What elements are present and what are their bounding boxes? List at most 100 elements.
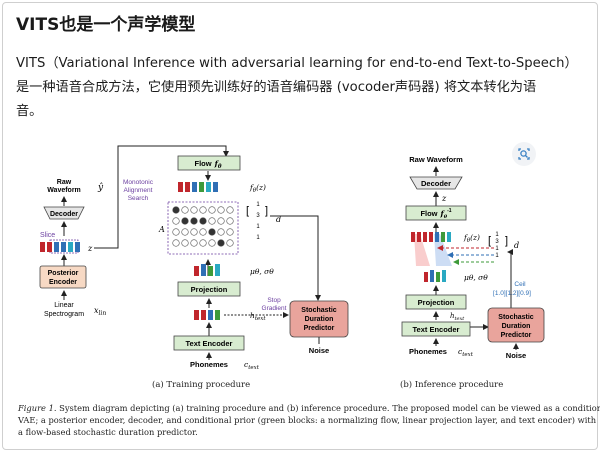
train-htext-blocks xyxy=(194,310,220,320)
infer-musigma-blocks xyxy=(424,270,446,282)
train-raw-label-2: Waveform xyxy=(47,187,81,194)
spectrogram-label-1: Linear xyxy=(54,302,74,309)
infer-htext-label: htext xyxy=(450,312,465,322)
train-z-label: z xyxy=(87,244,93,253)
alignment-cell xyxy=(190,228,198,236)
alignment-cell xyxy=(199,217,207,225)
infer-duration-0: 1 xyxy=(495,232,499,238)
image-search-button[interactable] xyxy=(512,142,536,166)
train-projection-box xyxy=(177,281,241,297)
figure-caption: Figure 1. System diagram depicting (a) t… xyxy=(18,402,600,438)
train-sdp-label-3: Predictor xyxy=(304,325,335,332)
posterior-label-2: Encoder xyxy=(49,279,77,286)
train-bracket-left: [ xyxy=(246,205,249,217)
infer-ctext-label: ctext xyxy=(458,347,474,358)
paragraph-line-1: VITS（Variational Inference with adversar… xyxy=(16,56,578,71)
alignment-cell xyxy=(226,217,234,225)
alignment-cell xyxy=(226,206,234,214)
train-projection-label: Projection xyxy=(191,285,228,294)
train-text-encoder-box xyxy=(173,335,245,351)
mas-label-1: Monotonic xyxy=(123,179,154,186)
article-title: VITS也是一个声学模型 xyxy=(16,15,196,35)
train-duration-0: 1 xyxy=(256,202,260,208)
alignment-cell xyxy=(190,206,198,214)
infer-z-label: z xyxy=(441,194,447,203)
train-noise-label: Noise xyxy=(309,346,329,355)
alignment-cell xyxy=(226,228,234,236)
train-sdp-label-2: Duration xyxy=(305,316,334,323)
alignment-cell xyxy=(181,206,189,214)
alignment-cell xyxy=(172,206,180,214)
infer-musigma-label: μθ, σθ xyxy=(464,273,488,282)
train-fz-blocks xyxy=(178,182,218,192)
caption-line-1: Figure 1. System diagram depicting (a) t… xyxy=(18,402,600,414)
caption-line-1-text: System diagram depicting (a) training pr… xyxy=(59,403,600,413)
infer-arrow-sdp-d xyxy=(507,249,513,308)
infer-bracket-left: [ xyxy=(488,235,491,247)
train-arrow-z-to-flow xyxy=(94,145,229,249)
infer-d-label: d xyxy=(514,241,519,250)
train-decoder-label: Decoder xyxy=(50,211,78,218)
alignment-matrix xyxy=(172,206,234,247)
alignment-cell xyxy=(199,228,207,236)
alignment-cell xyxy=(172,239,180,247)
vits-system-figure: Raw Waveform ŷ Decoder Slice z Posterior… xyxy=(18,140,600,444)
alignment-cell xyxy=(208,228,216,236)
infer-sdp-box xyxy=(487,307,545,343)
infer-sdp-label-1: Stochastic xyxy=(498,314,534,321)
alignment-cell xyxy=(181,228,189,236)
train-d-label: d xyxy=(276,215,281,224)
alignment-cell xyxy=(226,239,234,247)
train-sdp-label-1: Stochastic xyxy=(301,307,337,314)
train-duration-3: 1 xyxy=(256,235,260,241)
train-phonemes-label: Phonemes xyxy=(190,360,228,369)
alignment-cell xyxy=(190,217,198,225)
alignment-cell xyxy=(181,217,189,225)
alignment-cell xyxy=(208,206,216,214)
ceil-label: Ceil xyxy=(514,281,526,288)
spectrogram-label-2: Spectrogram xyxy=(44,311,84,318)
train-xlin: xlin xyxy=(94,306,106,317)
alignment-matrix-frame xyxy=(167,201,239,255)
figure-diagram: Raw Waveform ŷ Decoder Slice z Posterior… xyxy=(39,145,545,371)
stop-gradient-label-1: Stop xyxy=(267,297,281,304)
infer-bracket-right: ] xyxy=(505,235,508,247)
infer-duration-3: 1 xyxy=(495,253,499,259)
article-paragraph: VITS（Variational Inference with adversar… xyxy=(16,52,578,124)
train-musigma-blocks xyxy=(194,264,220,276)
train-latent-z-blocks xyxy=(40,242,80,252)
mas-label-3: Search xyxy=(128,195,149,202)
infer-flow-box xyxy=(405,205,467,221)
infer-projection-label: Projection xyxy=(418,298,455,307)
train-ctext-label: ctext xyxy=(244,360,260,371)
infer-fz-label: fθ(z) xyxy=(463,233,480,244)
train-yhat: ŷ xyxy=(97,182,104,193)
train-raw-label-1: Raw xyxy=(57,179,72,186)
infer-sdp-label-3: Predictor xyxy=(501,332,532,339)
alignment-cell xyxy=(217,206,225,214)
inference-subcaption: (b) Inference procedure xyxy=(400,380,504,390)
alignment-cell xyxy=(217,217,225,225)
infer-decoder-shape xyxy=(409,176,463,190)
mas-label-2: Alignment xyxy=(124,187,153,194)
infer-raw-waveform-label: Raw Waveform xyxy=(409,155,463,164)
paragraph-line-3: 音。 xyxy=(16,104,43,119)
ceil-values: [1.0][1.2][0.9] xyxy=(493,290,531,297)
stop-gradient-label-2: Gradient xyxy=(262,305,287,312)
train-slice-label: Slice xyxy=(40,232,55,239)
train-decoder-shape xyxy=(43,206,85,220)
caption-line-3: a flow-based stochastic duration predict… xyxy=(18,427,198,437)
train-duration-2: 1 xyxy=(256,224,260,230)
infer-sdp-label-2: Duration xyxy=(502,323,531,330)
infer-noise-label: Noise xyxy=(506,351,526,360)
caption-line-2: VAE; a posterior encoder, decoder, and c… xyxy=(18,415,597,425)
posterior-encoder-box xyxy=(39,265,87,289)
alignment-cell xyxy=(217,239,225,247)
alignment-cell xyxy=(208,217,216,225)
training-subcaption: (a) Training procedure xyxy=(152,380,251,390)
